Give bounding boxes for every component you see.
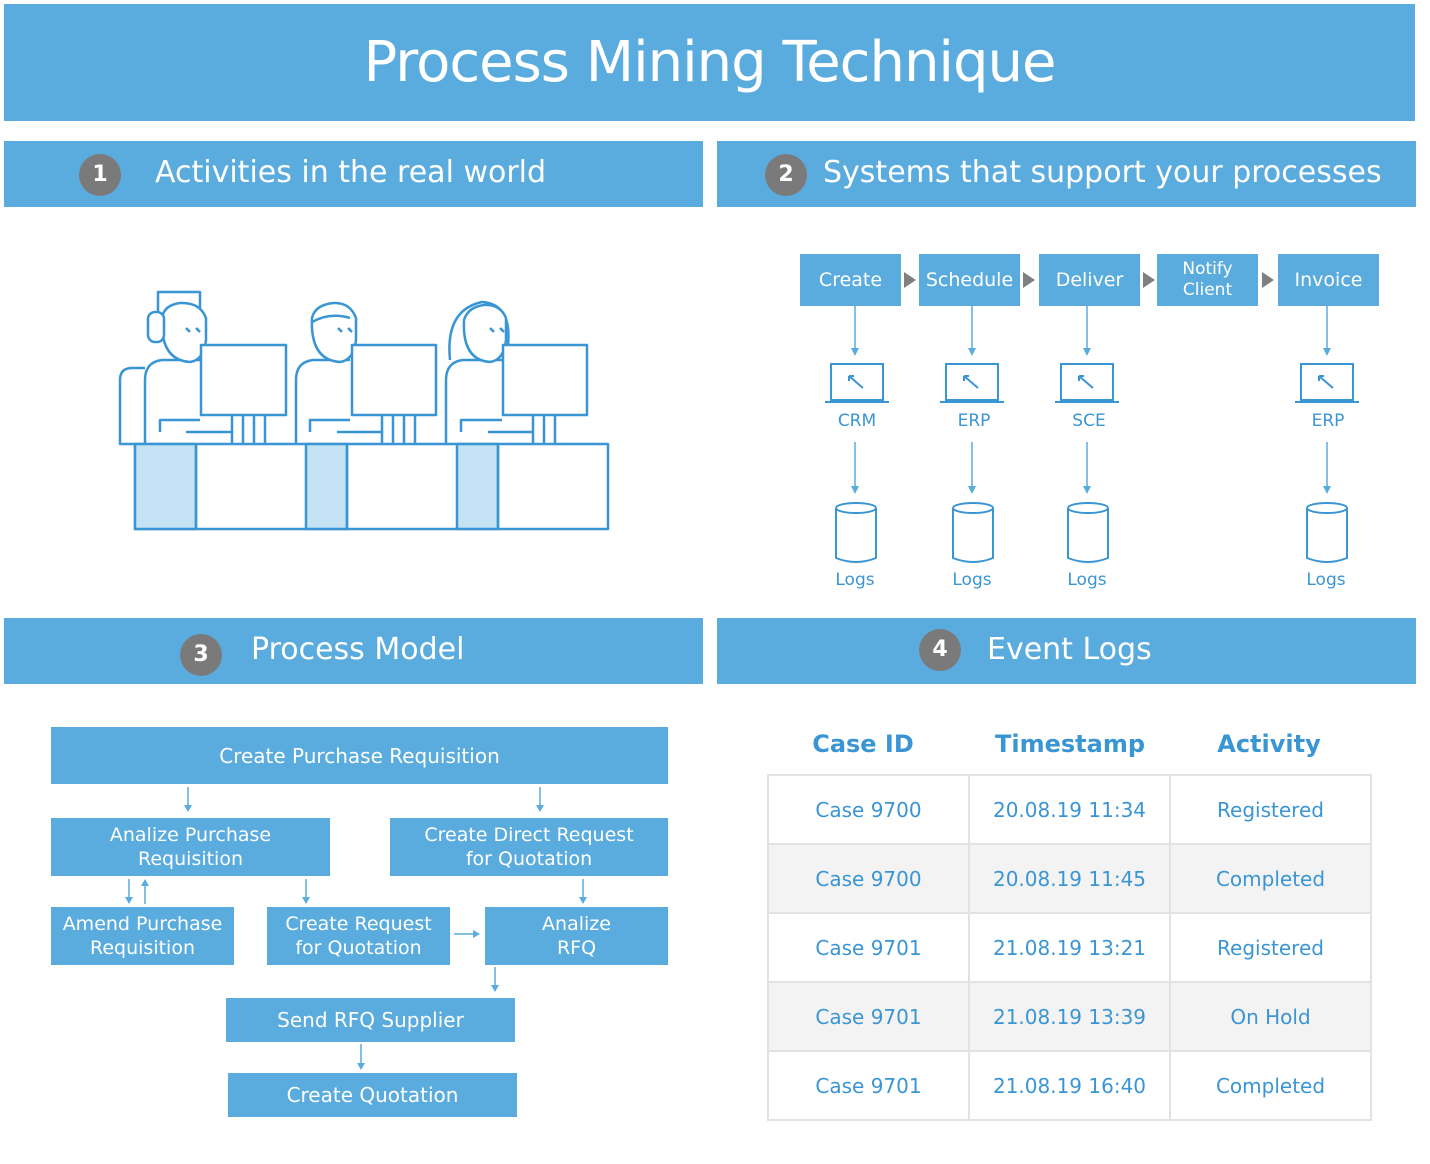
section-1-header: 1 Activities in the real world	[4, 141, 703, 207]
table-row: Case 9701 21.08.19 13:39 On Hold	[767, 981, 1372, 1052]
node-create-quotation: Create Quotation	[228, 1073, 517, 1117]
node-create-request-for-quotation: Create Request for Quotation	[267, 907, 450, 965]
node-amend-purchase-requisition: Amend Purchase Requisition	[51, 907, 234, 965]
table-row: Case 9700 20.08.19 11:34 Registered	[767, 774, 1372, 845]
column-header-timestamp: Timestamp	[994, 730, 1146, 758]
section-number-badge: 2	[765, 154, 807, 196]
cell-activity: On Hold	[1169, 981, 1372, 1052]
table-row: Case 9700 20.08.19 11:45 Completed	[767, 843, 1372, 914]
section-number-badge: 3	[180, 634, 222, 676]
node-analize-rfq: Analize RFQ	[485, 907, 668, 965]
cell-timestamp: 21.08.19 13:39	[968, 981, 1171, 1052]
table-row: Case 9701 21.08.19 16:40 Completed	[767, 1050, 1372, 1121]
column-header-case-id: Case ID	[812, 730, 914, 758]
cell-activity: Registered	[1169, 774, 1372, 845]
step-schedule: Schedule	[919, 254, 1020, 306]
column-header-activity: Activity	[1217, 730, 1321, 758]
cell-case-id: Case 9701	[767, 912, 970, 983]
step-notify-client: Notify Client	[1157, 254, 1258, 306]
step-invoice: Invoice	[1278, 254, 1379, 306]
section-number-badge: 4	[919, 629, 961, 671]
logs-label: Logs	[1067, 570, 1107, 590]
system-erp-label: ERP	[1311, 411, 1345, 431]
system-sce-label: SCE	[1072, 411, 1106, 431]
system-erp-label: ERP	[957, 411, 991, 431]
cell-timestamp: 20.08.19 11:45	[968, 843, 1171, 914]
cell-case-id: Case 9701	[767, 981, 970, 1052]
cell-timestamp: 21.08.19 16:40	[968, 1050, 1171, 1121]
node-create-purchase-requisition: Create Purchase Requisition	[51, 727, 668, 784]
cell-timestamp: 21.08.19 13:21	[968, 912, 1171, 983]
table-row: Case 9701 21.08.19 13:21 Registered	[767, 912, 1372, 983]
section-title: Process Model	[251, 632, 465, 667]
laptop-icon	[825, 363, 1359, 403]
cell-case-id: Case 9700	[767, 774, 970, 845]
section-title: Systems that support your processes	[823, 155, 1382, 190]
section-2-header: 2 Systems that support your processes	[717, 141, 1416, 207]
page-title: Process Mining Technique	[363, 30, 1057, 95]
section-number-badge: 1	[79, 154, 121, 196]
step-create: Create	[800, 254, 901, 306]
section-3-header: 3 Process Model	[4, 618, 703, 684]
cell-timestamp: 20.08.19 11:34	[968, 774, 1171, 845]
section-4-header: 4 Event Logs	[717, 618, 1416, 684]
node-send-rfq-supplier: Send RFQ Supplier	[226, 998, 515, 1042]
node-create-direct-request: Create Direct Request for Quotation	[390, 818, 668, 876]
step-deliver: Deliver	[1039, 254, 1140, 306]
node-analize-purchase-requisition: Analize Purchase Requisition	[51, 818, 330, 876]
cell-case-id: Case 9700	[767, 843, 970, 914]
logs-label: Logs	[1306, 570, 1346, 590]
section-title: Event Logs	[987, 632, 1152, 667]
cell-activity: Completed	[1169, 1050, 1372, 1121]
cell-case-id: Case 9701	[767, 1050, 970, 1121]
cell-activity: Registered	[1169, 912, 1372, 983]
logs-label: Logs	[835, 570, 875, 590]
header-banner: Process Mining Technique	[4, 4, 1415, 121]
system-crm-label: CRM	[837, 411, 877, 431]
event-log-table: Case 9700 20.08.19 11:34 Registered Case…	[767, 774, 1372, 1121]
cell-activity: Completed	[1169, 843, 1372, 914]
database-icon	[835, 502, 1348, 563]
logs-label: Logs	[952, 570, 992, 590]
section-title: Activities in the real world	[155, 155, 547, 190]
